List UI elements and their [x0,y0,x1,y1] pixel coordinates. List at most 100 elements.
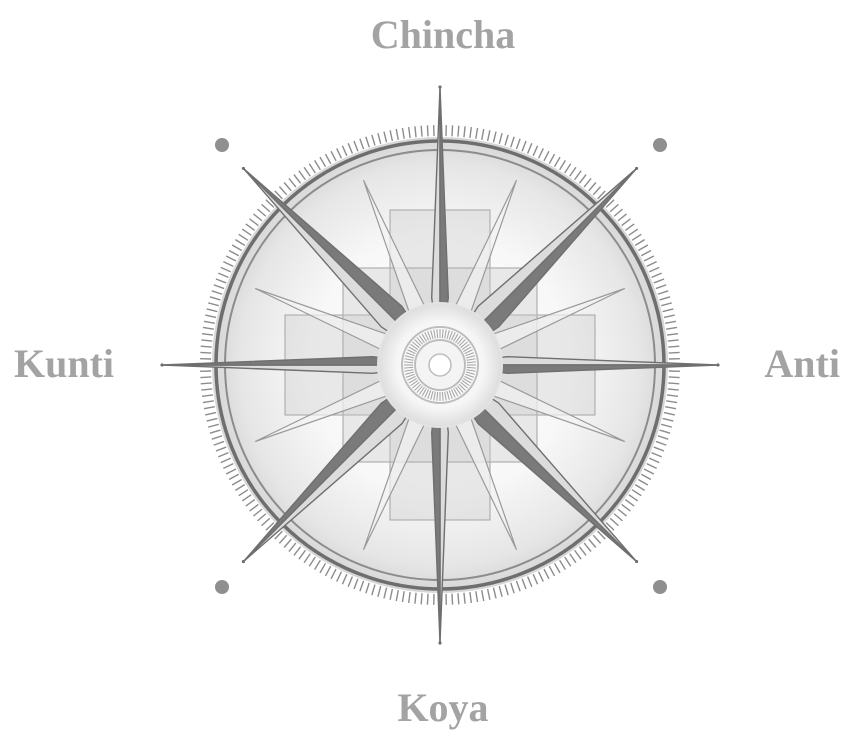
tick-mark [214,441,224,445]
tick-mark [614,209,622,216]
tick-mark [210,297,221,300]
tick-mark [579,175,586,184]
tick-mark [666,327,677,329]
tick-mark [641,250,651,255]
tick-mark [549,566,554,576]
tick-mark [661,424,672,427]
tick-mark [289,543,296,552]
tick-mark [372,135,375,146]
tick-mark [579,547,586,556]
tick-mark [668,340,679,341]
tick-mark [629,495,638,501]
tick-mark [396,129,398,140]
hub-tick [404,362,413,363]
tick-mark [354,141,358,151]
tick-mark [210,430,221,433]
tick-mark [629,229,638,235]
tick-mark [232,245,242,251]
tick-mark [331,151,336,161]
tick-mark [522,579,526,589]
tick-mark [589,539,596,547]
tick-mark [360,581,364,591]
tick-mark [232,480,242,486]
tick-mark [207,309,218,312]
tick-mark [660,297,671,300]
tick-mark [337,148,342,158]
tick-mark [201,383,212,384]
corner-dot-ne [653,138,667,152]
tick-mark [476,128,478,139]
tick-mark [342,574,346,584]
tick-mark [337,572,342,582]
hub-tick [467,362,476,363]
tick-mark [212,291,222,294]
tick-mark [208,424,219,427]
tick-mark [663,309,674,312]
tick-mark [470,127,471,138]
tick-mark [284,183,291,191]
tick-mark [212,436,222,439]
tick-mark [638,480,648,486]
direction-label-west: Kunti [14,344,114,384]
tick-mark [610,204,618,211]
tick-mark [635,240,644,246]
tick-mark [625,500,634,506]
tick-mark [396,590,398,601]
tick-mark [242,495,251,501]
tick-mark [289,178,296,187]
tick-mark [593,187,600,195]
tick-mark [218,273,228,277]
tick-mark [493,132,496,143]
hub-center [429,354,451,376]
tick-mark [664,413,675,415]
tick-mark [668,346,679,347]
tick-mark [565,164,571,173]
tick-mark [258,514,266,521]
tick-mark [499,133,502,144]
tick-mark [528,143,532,153]
tick-mark [516,581,520,591]
tick-mark [229,474,239,479]
hub-tick [467,367,476,368]
tick-mark [575,550,581,559]
tick-mark [203,327,214,329]
tick-mark [667,395,678,396]
tick-mark [570,167,576,176]
tick-mark [499,586,502,597]
tick-mark [622,504,631,511]
tick-mark [315,560,321,569]
tick-mark [372,585,375,596]
tick-mark [253,214,262,221]
tick-mark [647,464,657,469]
tick-mark [663,418,674,421]
tick-mark [202,334,213,335]
tick-mark [409,127,410,138]
tick-mark [544,151,549,161]
tick-mark [258,209,266,216]
tick-mark [555,563,561,573]
tick-mark [229,250,239,255]
tick-mark [309,557,315,566]
tick-mark [325,154,330,164]
tick-mark [204,407,215,409]
direction-label-east: Anti [764,344,840,384]
tick-mark [221,458,231,462]
tick-mark [511,137,514,147]
tick-mark [560,160,566,169]
tick-mark [299,550,305,559]
tick-mark [668,389,679,390]
hub-tick [437,392,438,401]
tick-mark [622,219,631,226]
tick-mark [539,572,544,582]
tick-mark [262,518,270,525]
tick-mark [203,401,214,403]
tick-mark [378,133,381,144]
tick-mark [320,157,326,167]
direction-label-north: Chincha [371,15,516,55]
tick-mark [246,224,255,230]
tick-mark [262,204,270,211]
tick-mark [214,285,224,289]
tick-mark [304,167,310,176]
